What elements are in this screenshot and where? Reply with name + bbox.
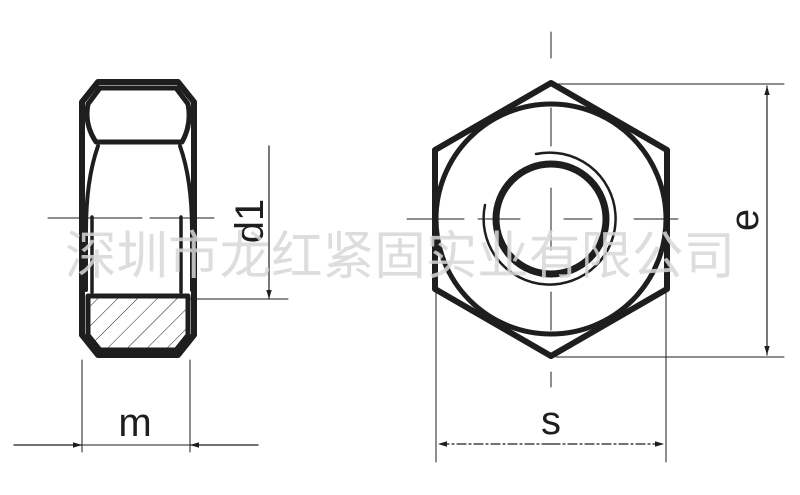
hexagon-outline: [432, 80, 670, 359]
hatched-section: [85, 293, 191, 353]
thread-arc: [482, 151, 617, 286]
flank-curve-right: [178, 144, 194, 292]
side-view-outline: [79, 79, 197, 358]
flank-curve-left: [84, 144, 100, 292]
dimension-label-d1: d1: [228, 199, 272, 244]
dimension-label-e: e: [723, 209, 767, 231]
chamfer-top: [84, 85, 192, 145]
side-view: [13, 79, 289, 453]
dimension-label-m: m: [118, 401, 151, 445]
dimension-label-s: s: [541, 399, 561, 443]
front-view: [406, 31, 785, 463]
watermark-text: 深圳市龙红紧固实业有限公司: [65, 227, 735, 287]
